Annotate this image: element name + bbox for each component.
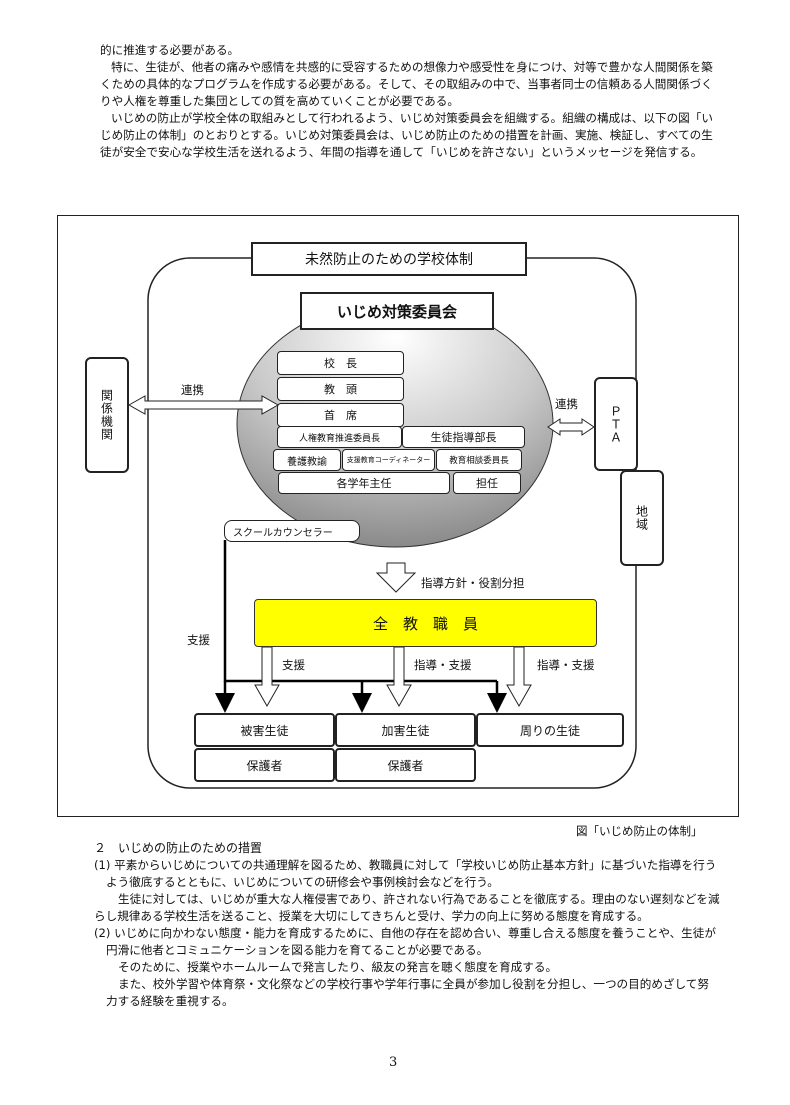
item-2: (2) いじめに向かわない態度・能力を育成するために、自他の存在を認め合い、尊重…	[94, 926, 716, 957]
item-2-detail-b: また、校外学習や体育祭・文化祭などの学校行事や学年行事に全員が参加し役割を分担し…	[106, 977, 709, 1008]
community-box: 地域	[620, 470, 664, 566]
related-agencies-box: 関係機関	[85, 357, 129, 473]
intro-paragraph-3: いじめの防止が学校全体の取組みとして行われるよう、いじめ対策委員会を組織する。組…	[100, 111, 713, 159]
link-right-label: 連携	[555, 397, 578, 411]
item-1-detail: 生徒に対しては、いじめが重大な人権侵害であり、許されない行為であることを徹底する…	[94, 892, 720, 923]
guardian-box-2: 保護者	[335, 748, 476, 782]
policy-arrow	[375, 562, 417, 593]
committee-title: いじめ対策委員会	[300, 292, 494, 330]
right-link-arrow	[547, 418, 595, 436]
support-label-3: 指導・支援	[537, 658, 595, 672]
guardian-box-1: 保護者	[194, 748, 335, 782]
counselor-box: スクールカウンセラー	[224, 520, 360, 542]
diagram-frame	[57, 215, 739, 817]
intro-line-1: 的に推進する必要がある。	[100, 43, 240, 57]
figure-caption: 図「いじめ防止の体制」	[576, 824, 703, 838]
intro-paragraph-2: 特に、生徒が、他者の痛みや感情を共感的に受容するための想像力や感受性を身につけ、…	[100, 60, 713, 108]
member-student-guidance: 生徒指導部長	[402, 426, 525, 448]
member-homeroom: 担任	[453, 472, 521, 494]
section-heading: ２ いじめの防止のための措置	[94, 841, 263, 855]
staff-arrow-1	[254, 646, 280, 708]
policy-label: 指導方針・役割分担	[421, 576, 525, 590]
intro-text: 的に推進する必要がある。 特に、生徒が、他者の痛みや感情を共感的に受容するための…	[100, 42, 720, 161]
support-left-label: 支援	[187, 633, 210, 647]
item-2-detail-a: そのために、授業やホームルームで発言したり、級友の発言を聴く態度を育成する。	[118, 960, 558, 974]
page-number: 3	[389, 1055, 398, 1070]
link-left-label: 連携	[181, 383, 204, 397]
support-label-1: 支援	[282, 658, 305, 672]
perpetrator-box: 加害生徒	[335, 713, 476, 747]
section-2: ２ いじめの防止のための措置 (1) 平素からいじめについての共通理解を図るため…	[94, 840, 720, 1010]
member-special-support: 支援教育コーディネーター	[342, 449, 435, 471]
member-vice-principal: 教 頭	[277, 377, 404, 401]
pta-box: ＰＴＡ	[594, 377, 638, 471]
member-grade-heads: 各学年主任	[278, 472, 450, 494]
item-1: (1) 平素からいじめについての共通理解を図るため、教職員に対して「学校いじめ防…	[94, 858, 717, 889]
member-human-rights: 人権教育推進委員長	[277, 426, 402, 448]
all-staff-box: 全 教 職 員	[254, 599, 597, 647]
staff-arrow-3	[506, 646, 532, 708]
staff-arrow-2	[386, 646, 412, 708]
victim-box: 被害生徒	[194, 713, 335, 747]
member-head-teacher: 首 席	[277, 403, 404, 427]
member-nurse: 養護教諭	[273, 449, 341, 471]
member-principal: 校 長	[277, 351, 404, 375]
support-label-2: 指導・支援	[414, 658, 472, 672]
member-counseling: 教育相談委員長	[436, 449, 522, 471]
outer-title: 未然防止のための学校体制	[251, 242, 527, 276]
bystanders-box: 周りの生徒	[476, 713, 624, 747]
